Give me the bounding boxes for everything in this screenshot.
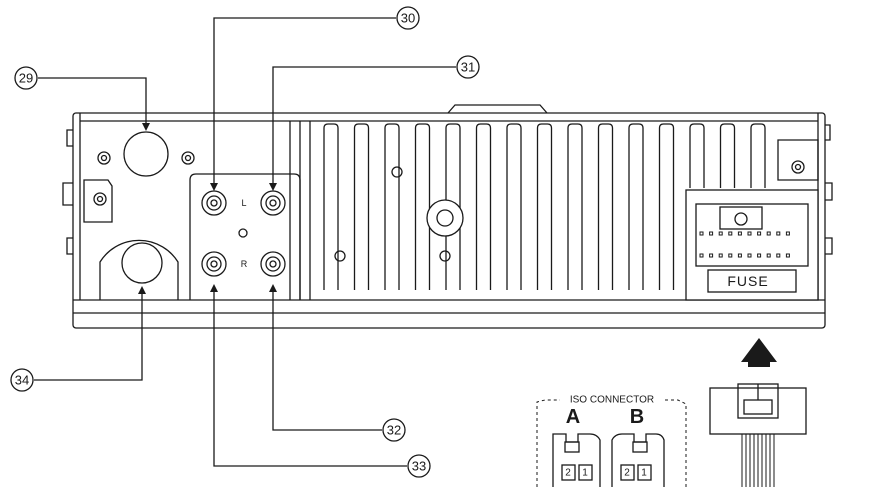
connector-pin — [785, 231, 790, 236]
rca-block: L R — [189, 173, 301, 300]
iso-b-pin-1: 1 — [641, 468, 647, 479]
heatsink-fin — [658, 123, 675, 290]
connector-pin — [699, 231, 704, 236]
main-connector: FUSE — [685, 189, 819, 301]
leader-lines — [34, 17, 456, 467]
power-socket — [99, 239, 179, 300]
heatsink-fin — [384, 123, 400, 290]
connector-pin — [747, 231, 752, 236]
iso-connector-b-label: B — [630, 406, 644, 428]
connector-pin — [757, 231, 762, 236]
callout-29-number: 29 — [19, 71, 33, 86]
connector-pin — [766, 231, 771, 236]
heatsink-fin — [567, 123, 583, 290]
connector-pin — [709, 231, 714, 236]
callout-31: 31 — [456, 55, 480, 79]
connector-pin — [728, 253, 733, 258]
heatsink-fin — [414, 123, 431, 290]
connector-pin — [747, 253, 752, 258]
callout-31-number: 31 — [461, 60, 475, 75]
fuse-label: FUSE — [727, 273, 768, 289]
connector-pin — [718, 231, 723, 236]
connector-pin — [709, 253, 714, 258]
connector-pin — [718, 253, 723, 258]
screw-holes — [97, 151, 195, 165]
wiring-plug — [709, 383, 807, 487]
connector-pin — [757, 253, 762, 258]
iso-a-pin-2: 2 — [565, 468, 571, 479]
heatsink — [309, 121, 766, 300]
connector-pin — [766, 253, 771, 258]
antenna-socket — [123, 131, 169, 177]
callout-34: 34 — [10, 368, 34, 392]
connector-pin — [728, 231, 733, 236]
heatsink-fin — [628, 123, 644, 290]
connector-pin — [776, 253, 781, 258]
callout-30-number: 30 — [401, 11, 415, 26]
heatsink-fin — [750, 123, 766, 188]
iso-a-pin-1: 1 — [582, 468, 588, 479]
heatsink-fin — [353, 123, 370, 290]
rca-right-label: R — [241, 259, 248, 269]
heatsink-fin — [323, 123, 339, 290]
callout-33: 33 — [407, 454, 431, 478]
connector-pin — [737, 253, 742, 258]
iso-connector-title: ISO CONNECTOR — [570, 395, 654, 406]
heatsink-center-knob — [334, 166, 464, 262]
iso-b-pin-2: 2 — [624, 468, 630, 479]
connector-pin — [776, 231, 781, 236]
rca-left-label: L — [241, 198, 246, 208]
connector-pin — [737, 231, 742, 236]
callout-32: 32 — [382, 418, 406, 442]
iso-connector-a-label: A — [566, 406, 580, 428]
heatsink-fin — [506, 123, 522, 290]
connector-pin — [785, 253, 790, 258]
heatsink-fin — [719, 123, 736, 188]
iso-connector: ISO CONNECTOR A B 2 1 2 1 — [536, 395, 687, 487]
callout-29: 29 — [14, 66, 38, 90]
callout-32-number: 32 — [387, 423, 401, 438]
callout-33-number: 33 — [412, 459, 426, 474]
insert-arrow — [741, 338, 777, 367]
callout-34-number: 34 — [15, 373, 29, 388]
heatsink-fin — [689, 123, 705, 188]
heatsink-fin — [445, 123, 461, 290]
connector-pin — [699, 253, 704, 258]
heatsink-fin — [536, 123, 553, 290]
heatsink-fin — [597, 123, 614, 290]
callout-30: 30 — [396, 6, 420, 30]
heatsink-fin — [475, 123, 492, 290]
